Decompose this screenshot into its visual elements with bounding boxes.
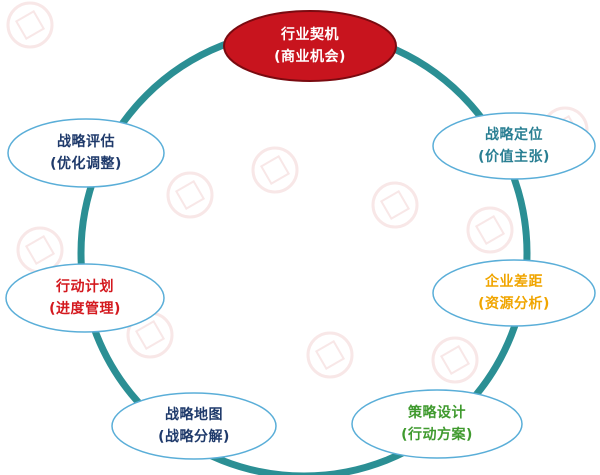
watermark-stamp-mark <box>439 344 471 376</box>
node-ellipse-industry-opportunity <box>223 10 397 82</box>
watermark-stamp <box>431 336 479 384</box>
watermark <box>6 1 589 384</box>
node-subtitle: (战略分解) <box>158 429 230 445</box>
node-title: 行业契机 <box>281 27 339 43</box>
watermark-stamp-mark <box>314 339 346 371</box>
watermark-stamp <box>371 181 419 229</box>
node-subtitle: (价值主张) <box>478 149 550 165</box>
watermark-stamp-mark <box>24 234 56 266</box>
node-title: 企业差距 <box>485 274 543 290</box>
node-subtitle: (优化调整) <box>50 156 122 172</box>
watermark-stamp <box>306 331 354 379</box>
node-shapes <box>5 10 596 460</box>
node-subtitle: (进度管理) <box>49 301 121 317</box>
node-strategy-map: 战略地图 (战略分解) <box>112 393 276 459</box>
node-ellipse-enterprise-gap <box>432 259 596 327</box>
node-title: 战略评估 <box>57 134 115 150</box>
node-ellipse-strategy-evaluation <box>7 118 165 188</box>
node-strategy-evaluation: 战略评估 (优化调整) <box>8 119 164 187</box>
watermark-stamp <box>166 171 214 219</box>
node-title: 战略地图 <box>165 407 223 423</box>
watermark-stamp-mark <box>474 214 506 246</box>
watermark-stamp <box>6 1 54 49</box>
watermark-stamp-mark <box>174 179 206 211</box>
watermark-stamp-mark <box>379 189 411 221</box>
node-title: 行动计划 <box>56 279 114 295</box>
watermark-stamp-mark <box>14 9 46 41</box>
node-ellipse-strategy-design <box>351 389 523 459</box>
node-title: 战略定位 <box>485 127 543 143</box>
watermark-stamp-mark <box>259 154 291 186</box>
node-subtitle: (资源分析) <box>478 296 550 312</box>
node-title: 策略设计 <box>408 405 466 421</box>
watermark-stamp-mark <box>134 319 166 351</box>
node-subtitle: (商业机会) <box>274 49 346 65</box>
node-subtitle: (行动方案) <box>401 427 473 443</box>
node-enterprise-gap: 企业差距 (资源分析) <box>433 260 595 326</box>
watermark-stamp <box>251 146 299 194</box>
node-ellipse-action-plan <box>5 263 165 333</box>
node-strategic-positioning: 战略定位 (价值主张) <box>433 113 595 179</box>
node-strategy-design: 策略设计 (行动方案) <box>352 390 522 458</box>
node-industry-opportunity: 行业契机 (商业机会) <box>224 11 396 81</box>
watermark-stamp <box>466 206 514 254</box>
node-action-plan: 行动计划 (进度管理) <box>6 264 164 332</box>
node-ellipse-strategic-positioning <box>432 112 596 180</box>
node-ellipse-strategy-map <box>111 392 277 460</box>
